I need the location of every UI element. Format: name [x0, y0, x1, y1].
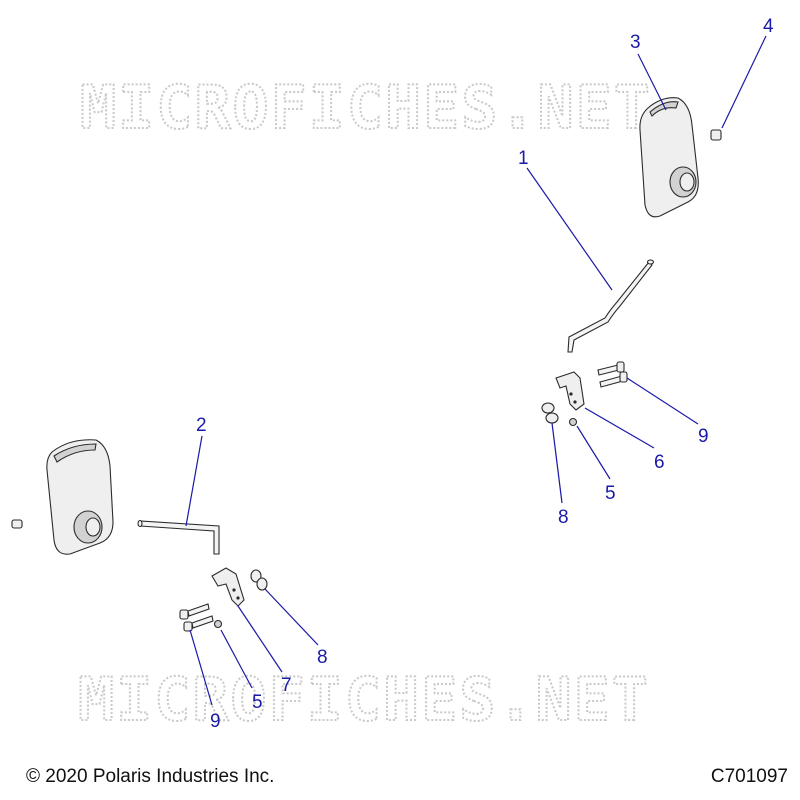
- nut-left: [213, 619, 223, 629]
- callout-3: 3: [630, 32, 641, 53]
- bracket-left: [211, 567, 245, 607]
- rod-right: [567, 259, 655, 353]
- callout-4: 4: [763, 16, 774, 37]
- cap-left: [11, 519, 23, 529]
- callout-2: 2: [196, 415, 207, 436]
- leader-lines: [185, 35, 767, 706]
- callout-5-right: 5: [605, 483, 616, 504]
- cap-right: [710, 129, 722, 141]
- callout-7: 7: [281, 675, 292, 696]
- mirror-right: [639, 97, 699, 218]
- bolts-right: [597, 361, 628, 388]
- rod-left: [137, 519, 220, 555]
- callout-5-left: 5: [252, 692, 263, 713]
- bolts-left: [179, 603, 214, 632]
- callout-6: 6: [654, 452, 665, 473]
- callout-9-left: 9: [210, 711, 221, 732]
- callout-8-left: 8: [317, 647, 328, 668]
- bracket-right: [555, 371, 585, 411]
- nut-right: [568, 417, 578, 427]
- watermark-bottom: MICROFICHES.NET: [78, 665, 650, 735]
- callout-1: 1: [518, 148, 529, 169]
- washers-left: [250, 569, 268, 591]
- washers-right: [541, 402, 559, 424]
- copyright-text: © 2020 Polaris Industries Inc.: [26, 766, 275, 787]
- mirror-left: [46, 439, 114, 555]
- callout-9-right: 9: [698, 426, 709, 447]
- watermark-top: MICROFICHES.NET: [80, 73, 652, 143]
- callout-8-right: 8: [558, 507, 569, 528]
- diagram-code: C701097: [710, 766, 788, 787]
